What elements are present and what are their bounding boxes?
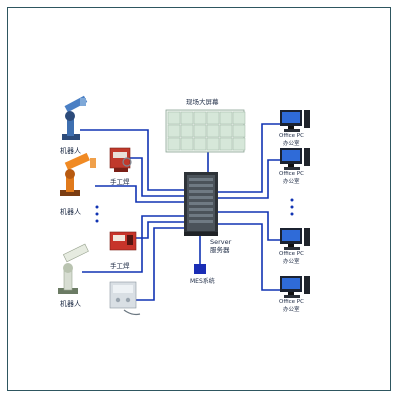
screen-panel [219,124,233,138]
screen-panel [232,124,246,138]
screen-panel [232,137,246,151]
robot-label: 机器人 [60,146,81,155]
screen-wall-label: 现场大屏幕 [186,97,219,106]
office-pc-label-en: Office PC [279,251,304,257]
office-pc-icon [280,110,310,132]
welder-label: 手工焊 [110,177,130,186]
screen-panel [206,124,220,138]
screen-panel [193,111,207,125]
screen-panel [219,111,233,125]
office-pc-label-cn: 办公室 [283,257,300,265]
screen-panel [232,111,246,125]
welder-label: 手工焊 [110,261,130,270]
mes-label: MES系统 [190,277,215,285]
office-pc-icon [280,228,310,250]
line-welder-1 [130,157,186,197]
server-label-en: Server [210,238,232,246]
ellipsis-left [95,205,99,223]
line-pc-2 [218,159,280,199]
screen-panel [206,111,220,125]
server-label-cn: 服务器 [210,245,230,254]
screen-panel [180,111,194,125]
robot-label: 机器人 [60,207,81,216]
line-robot-1 [80,129,186,191]
office-pc-label-en: Office PC [279,171,304,177]
screen-panel [219,137,233,151]
office-pc-label-cn: 办公室 [283,177,300,185]
office-pc-label-cn: 办公室 [283,305,300,313]
robot-arm-icon [60,152,96,196]
ellipsis-right [290,198,294,216]
robot-arm-icon [62,95,88,140]
office-pc-icon [280,148,310,170]
line-pc-1 [218,123,280,193]
line-welder-2 [136,221,186,239]
office-pc-label-cn: 办公室 [283,139,300,147]
screen-panel [167,124,181,138]
screen-panel [180,137,194,151]
screen-panel [167,137,181,151]
robot-arm-icon [58,243,89,294]
screen-panel [206,137,220,151]
screen-wall [165,109,246,153]
connection-lines [80,123,280,301]
screen-panel [193,124,207,138]
office-pc-label-en: Office PC [279,133,304,139]
office-pc-label-en: Office PC [279,299,304,305]
server-rack [184,172,218,236]
mes-box-icon [194,264,206,274]
office-pc-icon [280,276,310,298]
line-robot-2 [95,185,186,203]
welder-machine-icon [109,147,132,172]
screen-panel [167,111,181,125]
welder-machine-icon [109,281,141,316]
line-pc-4 [218,223,280,291]
screen-panel [180,124,194,138]
welder-machine-icon [109,231,137,251]
screen-panel [193,137,207,151]
robot-label: 机器人 [60,299,81,308]
line-welder-3 [136,227,186,301]
line-pc-3 [218,211,280,241]
line-robot-3 [82,215,186,273]
